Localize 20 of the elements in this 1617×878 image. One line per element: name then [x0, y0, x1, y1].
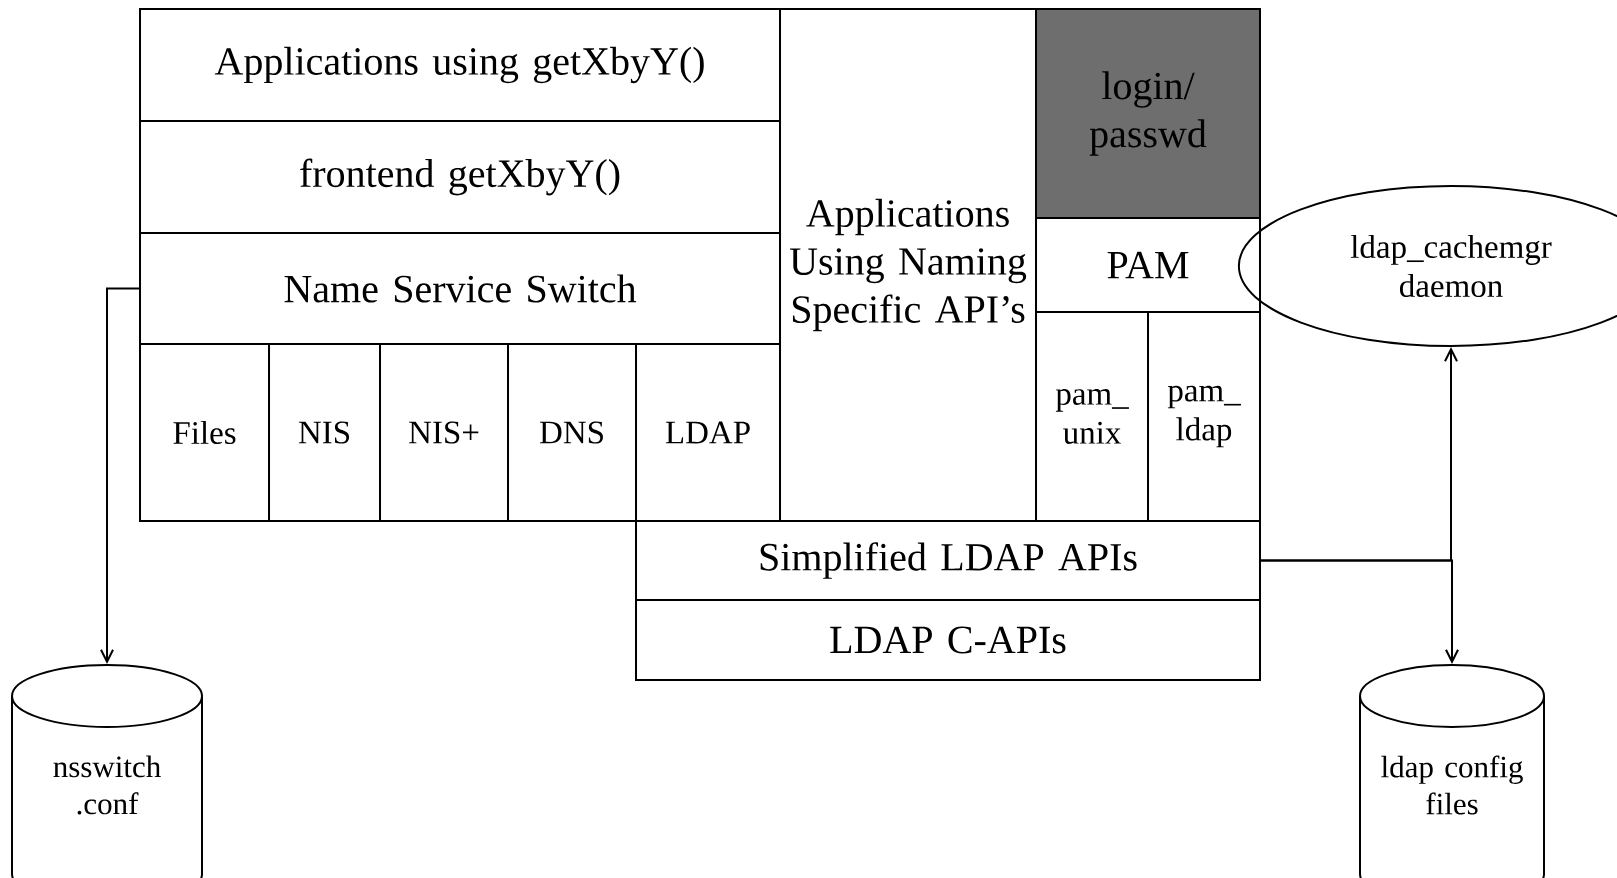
node-label: ldap config files [1381, 755, 1523, 815]
layer-box: LDAP C-APIs [635, 599, 1261, 681]
layer-box: NIS+ [379, 343, 509, 522]
layer-box: pam_ unix [1035, 311, 1149, 522]
layer-box: Applications using getXbyY() [139, 8, 781, 122]
layer-box: NIS [268, 343, 381, 522]
layer-box: pam_ ldap [1147, 311, 1261, 522]
layer-box: frontend getXbyY() [139, 120, 781, 234]
layer-box: Simplified LDAP APIs [635, 520, 1261, 601]
arrow [1260, 559, 1459, 664]
database-cylinder: ldap config files [1359, 664, 1545, 878]
node-label: nsswitch .conf [53, 755, 161, 815]
layer-box: DNS [507, 343, 637, 522]
layer-box: LDAP [635, 343, 781, 522]
layer-box: Files [139, 343, 270, 522]
layer-box: login/ passwd [1035, 8, 1261, 219]
layer-box: Name Service Switch [139, 232, 781, 345]
arrow [100, 287, 140, 664]
database-cylinder: nsswitch .conf [11, 664, 203, 878]
layer-box: PAM [1035, 217, 1261, 313]
